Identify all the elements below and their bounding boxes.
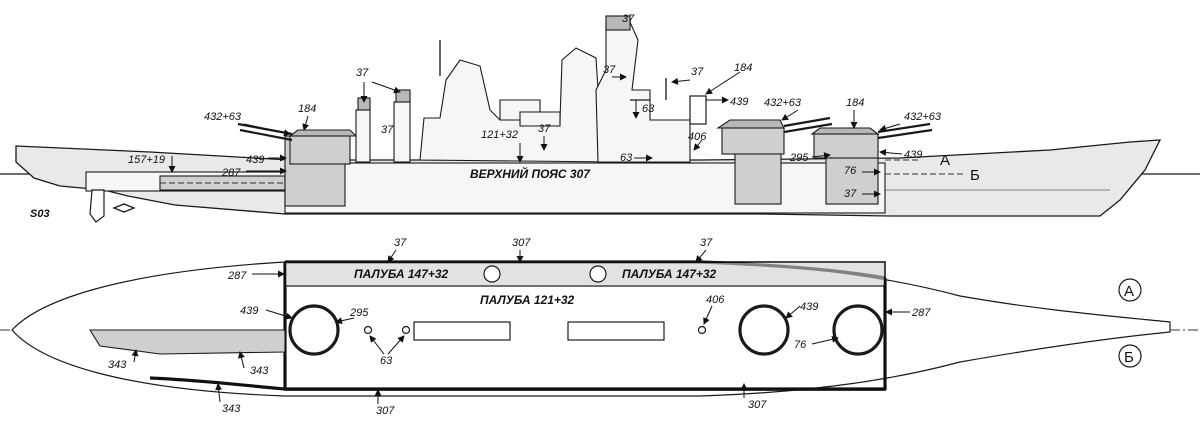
tube-63-a (363, 325, 373, 335)
label-439-plan-right: 439 (800, 301, 818, 313)
plan-view: 37 307 37 287 287 ПАЛУБА 147+32 ПАЛУБА 1… (0, 237, 1200, 417)
aft-mast-37 (355, 109, 371, 163)
label-307-plan-top: 307 (512, 237, 531, 249)
uptake-1 (413, 321, 511, 341)
label-343-right: 343 (250, 365, 269, 377)
label-deck-147-right: ПАЛУБА 147+32 (622, 267, 717, 281)
label-37-mast-aft: 37 (356, 67, 369, 79)
aft-belt-343 (149, 376, 286, 391)
propeller (112, 203, 136, 213)
label-76-plan: 76 (794, 339, 807, 351)
fwd-turret-2 (716, 119, 785, 129)
label-432-63-mid: 432+63 (764, 97, 802, 109)
tube-63-b (401, 325, 411, 335)
label-63-plan: 63 (380, 355, 393, 367)
label-63-low: 63 (620, 152, 633, 164)
label-439-aft: 439 (246, 154, 264, 166)
label-121-32-side: 121+32 (481, 129, 518, 141)
label-76-side: 76 (844, 165, 857, 177)
label-37-fwd-upper: 37 (691, 66, 704, 78)
label-deck-147-left: ПАЛУБА 147+32 (354, 267, 449, 281)
aft-turret-3-body (289, 135, 351, 165)
label-439-fwd: 439 (904, 149, 922, 161)
label-406: 406 (688, 131, 707, 143)
label-184-fwd: 184 (846, 97, 864, 109)
label-deck-121: ПАЛУБА 121+32 (480, 293, 575, 307)
section-circle-b (1118, 344, 1142, 368)
hatch-1 (483, 265, 501, 283)
label-287-plan-left: 287 (227, 270, 247, 282)
aft-turret-3 (288, 129, 358, 137)
tube-406 (697, 325, 707, 335)
conning-tower-439 (689, 95, 707, 125)
barbette-plan-1 (832, 304, 884, 356)
label-432-63-fwd: 432+63 (904, 111, 942, 123)
aft-deck-343 (89, 329, 286, 355)
label-343-bottom: 343 (222, 403, 241, 415)
label-287-plan-right: 287 (911, 307, 931, 319)
label-343-left: 343 (108, 359, 127, 371)
label-184-tower: 184 (734, 62, 752, 74)
label-37-plan-right: 37 (700, 237, 713, 249)
label-439-plan-left: 439 (240, 305, 258, 317)
label-439-tower: 439 (730, 96, 748, 108)
label-287-side: 287 (221, 167, 241, 179)
label-295-plan: 295 (349, 307, 369, 319)
label-37-tower: 37 (603, 64, 616, 76)
label-307-plan-bottom-right: 307 (748, 399, 767, 411)
section-marker-b: Б (970, 167, 980, 184)
label-295-side: 295 (789, 152, 809, 164)
section-circle-a-label: А (1124, 283, 1134, 300)
section-circle-b-label: Б (1124, 349, 1134, 366)
label-37-plan-left: 37 (394, 237, 407, 249)
label-432-63-aft: 432+63 (204, 111, 242, 123)
label-37-bow: 37 (844, 188, 857, 200)
label-frame-503: S03 (30, 208, 50, 220)
side-elevation-view: 432+63 184 37 37 439 287 157+19 121+32 3… (0, 13, 1200, 223)
label-406-plan: 406 (706, 294, 725, 306)
label-upper-belt: ВЕРХНИЙ ПОЯС 307 (470, 165, 591, 181)
fwd-turret-1 (810, 127, 880, 135)
forward-conning-tower (595, 21, 691, 163)
section-marker-a: А (940, 152, 950, 169)
label-184-aft: 184 (298, 103, 316, 115)
uptake-2 (567, 321, 665, 341)
hatch-2 (589, 265, 607, 283)
label-37-mid: 37 (538, 123, 551, 135)
label-307-plan-bottom-left: 307 (376, 405, 395, 417)
label-37-aft-low: 37 (381, 124, 394, 136)
rudder (89, 189, 105, 223)
section-circle-a (1118, 278, 1142, 302)
label-63-tower: 63 (642, 103, 655, 115)
barbette-plan-2 (738, 304, 790, 356)
label-37-top: 37 (622, 13, 635, 25)
barbette-plan-3 (288, 304, 340, 356)
label-157-19: 157+19 (128, 154, 165, 166)
